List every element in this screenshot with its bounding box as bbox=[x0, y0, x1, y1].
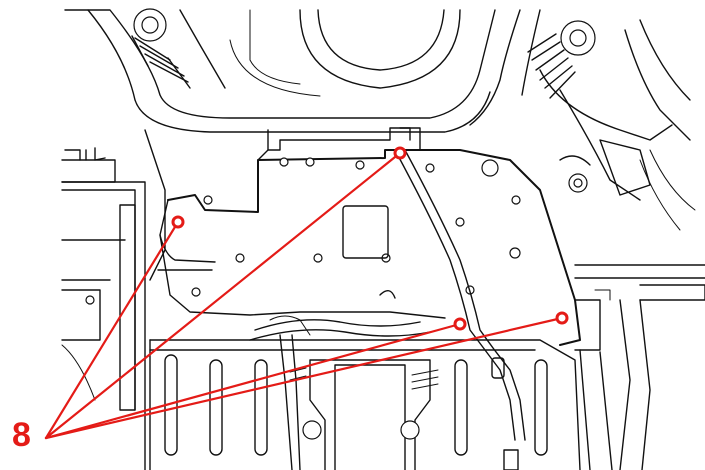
callout-leaders bbox=[44, 151, 564, 440]
fastener-point-1 bbox=[171, 215, 185, 229]
cable-harness bbox=[249, 149, 526, 470]
callout-number-label: 8 bbox=[12, 416, 31, 454]
right-spring bbox=[527, 20, 596, 99]
upper-frame bbox=[64, 9, 541, 133]
callout-points bbox=[171, 146, 569, 331]
left-frame bbox=[61, 129, 166, 470]
leader-line-4 bbox=[44, 316, 564, 440]
fastener-point-4 bbox=[555, 311, 569, 325]
fastener-point-3 bbox=[453, 317, 467, 331]
left-spring bbox=[131, 8, 191, 89]
right-mechanism bbox=[539, 19, 705, 470]
lower-pan bbox=[149, 339, 581, 470]
center-plate bbox=[157, 127, 581, 346]
leader-line-3 bbox=[44, 322, 462, 440]
leader-line-1 bbox=[44, 220, 180, 440]
fastener-point-2 bbox=[393, 146, 407, 160]
leader-line-2 bbox=[44, 151, 402, 440]
